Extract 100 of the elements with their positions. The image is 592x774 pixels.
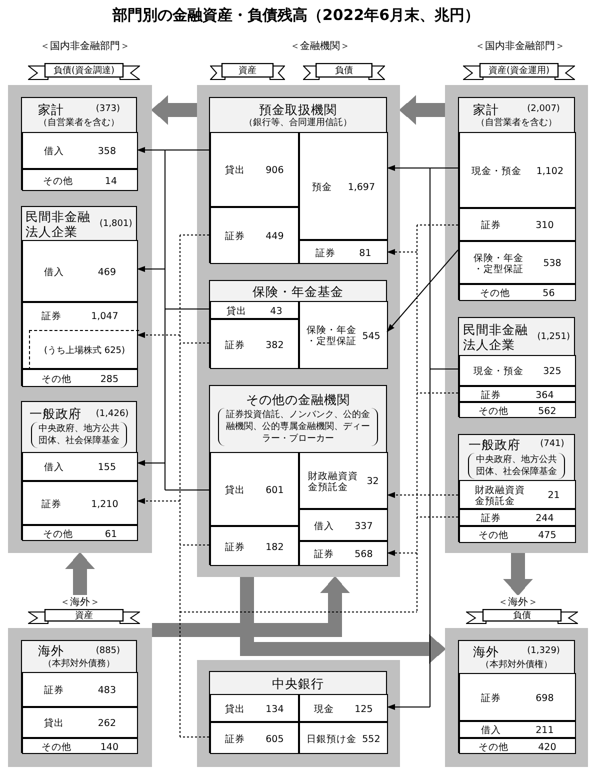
account-row [22,169,138,191]
account-row [299,541,388,566]
item-value: 43 [270,306,282,316]
bracketed-note: 証券投資信託、ノンバンク、公的金融機関、公的専属金融機関、ディーラー・ブローカー [218,408,378,446]
sector-note: （銀行等、合同運用信託） [244,116,352,128]
account-row [22,369,138,387]
item-label: 貸出 [225,165,246,176]
banner-text: 負債 [335,64,353,76]
item-value: 134 [266,704,284,714]
account-row [299,509,388,541]
item-label: その他 [42,528,73,540]
account-row [299,722,388,754]
item-label: 証券 [316,248,336,258]
sector-table [209,97,387,263]
dashed-line [180,234,210,236]
item-value: 244 [536,513,554,524]
account-row [459,526,576,543]
item-label: 保険・年金・定型保証 [474,252,524,274]
account-row [459,355,576,386]
item-label: 借入 [44,146,64,157]
account-row [299,240,388,264]
item-label: 証券 [225,734,246,744]
sector-title: 家計 [38,102,64,116]
region-label: ＜海外＞ [56,595,104,608]
item-label: その他 [478,530,509,541]
sector-total: (1,801) [99,218,132,228]
sector-panel [197,660,400,767]
arrow [136,266,166,272]
account-row [22,738,138,754]
item-value: 449 [266,231,284,242]
thick-arrow [152,577,350,637]
item-label: 貸出 [225,484,246,496]
sector-title: 海外 [38,643,64,658]
sector-table [458,434,575,542]
arrow [386,165,430,171]
sector-title: 一般政府 [29,406,82,421]
sector-table [21,97,137,190]
account-row [459,386,576,402]
sector-total: (1,329) [527,646,560,656]
sector-title: 民間非金融法人企業 [462,322,529,352]
account-row [210,319,299,369]
region-label: ＜海外＞ [494,595,542,608]
account-row [459,721,576,738]
thick-arrow [152,95,197,125]
account-row [22,672,138,707]
dashed-line [416,224,418,612]
arrow [386,704,430,710]
item-label: 日銀預け金 [306,734,357,744]
section-heading: ＜国内非金融部門＞ [40,41,130,53]
item-value: 562 [538,406,556,416]
account-row [459,241,576,284]
account-row [210,301,299,319]
item-value: 358 [98,146,116,157]
arrow [136,460,166,466]
item-label: 保険・年金・定型保証 [306,325,357,347]
item-label: その他 [41,742,72,752]
item-value: 906 [266,165,284,176]
item-value: 469 [98,266,116,278]
account-row [22,481,138,525]
dashed-arrow [386,249,418,255]
sector-table [458,317,575,417]
item-label: 証券 [42,311,62,322]
sector-table [209,671,387,753]
item-value: 1,047 [91,311,118,322]
sector-title: 預金取扱機関 [259,102,337,116]
dashed-arrow [136,498,180,504]
item-value: 125 [354,704,373,714]
item-label: 現金 [314,704,334,714]
connector-line [164,308,210,310]
item-label: その他 [478,742,509,752]
item-value: 140 [100,742,119,752]
item-label: 財政融資資金預託金 [475,484,526,506]
dashed-line [416,392,458,394]
item-value: 382 [266,340,284,350]
item-label: その他 [480,288,510,299]
item-label: 証券 [314,549,334,560]
sector-note: （本邦対外債権） [480,658,552,670]
item-value: 698 [536,692,554,704]
item-value: 545 [362,330,380,342]
account-row [210,526,299,566]
item-value: 552 [362,734,380,744]
item-value: 81 [359,248,372,258]
thick-arrow [65,553,95,595]
dashed-line [416,224,458,226]
sector-total: (373) [96,104,120,114]
item-label: 証券 [225,231,246,242]
sector-table [21,401,137,540]
item-label: 証券 [481,390,502,400]
item-value: 568 [354,549,373,560]
account-row [459,480,576,509]
item-label: 現金・預金 [474,366,524,377]
sector-table [209,385,387,565]
dashed-line [180,544,210,546]
item-label: 借入 [481,725,502,736]
account-row [210,694,299,722]
item-value: 1,102 [536,166,564,176]
account-row [22,302,138,369]
dashed-line [416,516,458,518]
banner-text: 資産 [238,64,256,76]
item-label: 借入 [44,266,64,278]
